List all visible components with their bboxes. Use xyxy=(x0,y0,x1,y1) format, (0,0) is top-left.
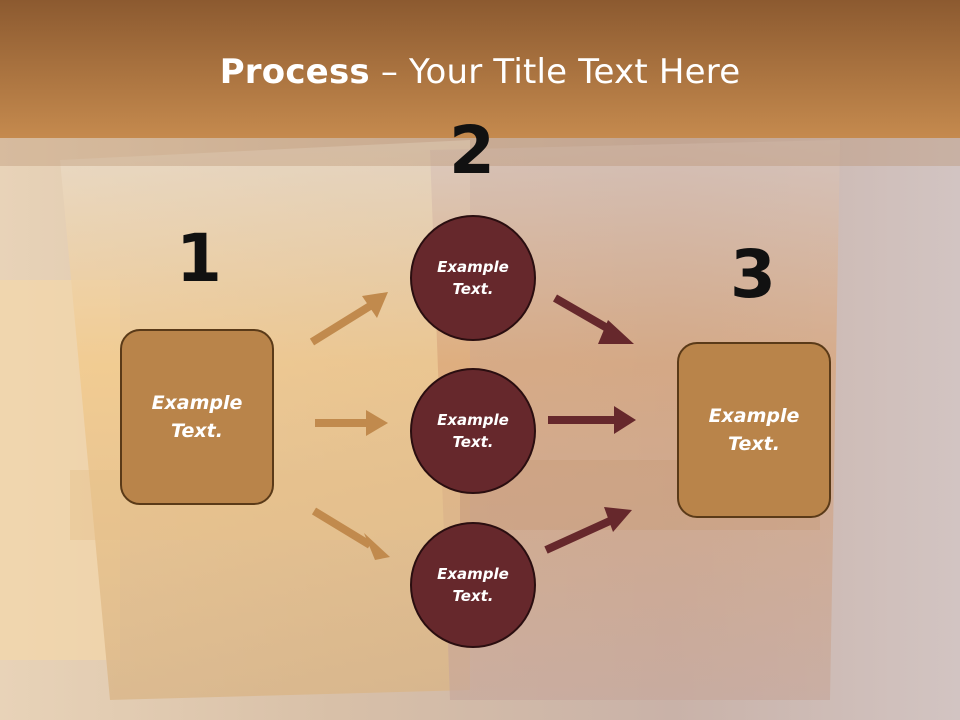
arrow-from-middle-node xyxy=(548,406,636,434)
step-number-1: 1 xyxy=(176,220,222,297)
arrow-from-top-node xyxy=(553,294,634,344)
title-rest: – Your Title Text Here xyxy=(369,52,741,92)
arrow-to-middle-node xyxy=(315,410,388,436)
step-3-text: Example Text. xyxy=(708,404,800,456)
step-number-3: 3 xyxy=(730,236,776,313)
node-text: Example Text. xyxy=(437,410,509,452)
node-text: Example Text. xyxy=(437,257,509,299)
node-circle-bottom[interactable]: Example Text. xyxy=(410,522,536,648)
arrow-to-top-node xyxy=(309,292,388,346)
step-1-box[interactable]: Example Text. xyxy=(120,329,274,505)
node-circle-middle[interactable]: Example Text. xyxy=(410,368,536,494)
step-1-text: Example Text. xyxy=(151,391,243,443)
arrow-to-bottom-node xyxy=(311,507,390,560)
arrow-from-bottom-node xyxy=(544,507,632,554)
node-text: Example Text. xyxy=(437,564,509,606)
node-circle-top[interactable]: Example Text. xyxy=(410,215,536,341)
title-bold: Process xyxy=(219,52,370,92)
slide-title: Process – Your Title Text Here xyxy=(0,52,960,92)
step-number-2: 2 xyxy=(449,112,495,189)
title-bar: Process – Your Title Text Here xyxy=(0,0,960,138)
step-3-box[interactable]: Example Text. xyxy=(677,342,831,518)
